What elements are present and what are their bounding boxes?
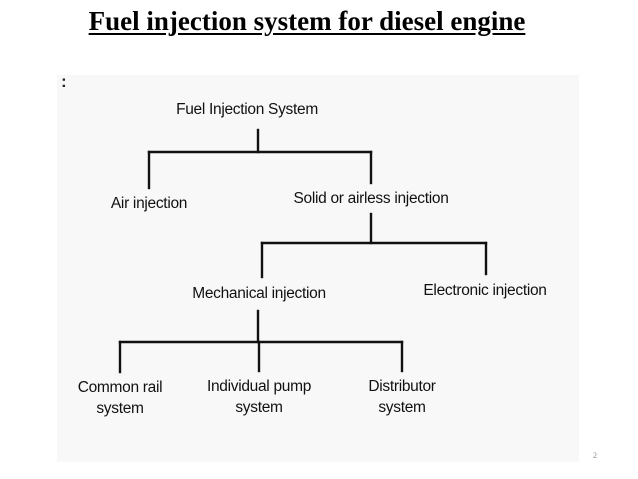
- node-solid-airless-injection: Solid or airless injection: [293, 190, 449, 207]
- node-air-injection: Air injection: [110, 195, 188, 212]
- node-individual-pump-line1: Individual pump: [206, 378, 312, 395]
- page-number: 2: [593, 451, 597, 460]
- node-common-rail-system: Common rail system: [78, 377, 163, 419]
- node-fuel-injection-system: Fuel Injection System: [176, 101, 318, 118]
- node-distributor-line1: Distributor: [368, 378, 436, 395]
- node-mechanical-injection: Mechanical injection: [192, 285, 326, 302]
- node-individual-pump-line2: system: [235, 399, 283, 416]
- node-electronic-injection: Electronic injection: [423, 282, 547, 299]
- bullet-mark: :: [61, 72, 67, 91]
- diagram-scan-area: [57, 75, 579, 462]
- node-common-rail-line1: Common rail: [77, 379, 163, 396]
- node-common-rail-line2: system: [96, 400, 144, 417]
- node-distributor-system: Distributor system: [368, 376, 436, 418]
- slide-title: Fuel injection system for diesel engine: [88, 6, 526, 36]
- node-distributor-line2: system: [378, 399, 426, 416]
- node-individual-pump-system: Individual pump system: [207, 376, 311, 418]
